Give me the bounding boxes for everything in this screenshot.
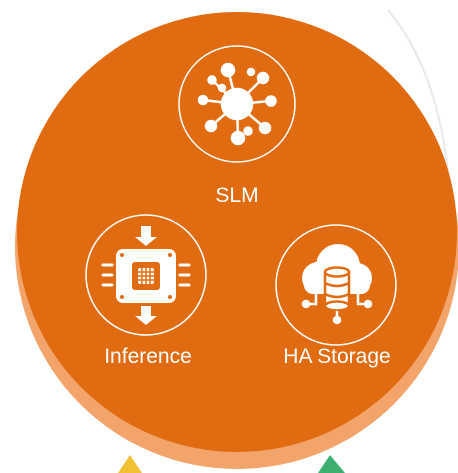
inference-label: Inference: [104, 345, 192, 368]
cloud-database-icon: [301, 244, 373, 325]
storage-icon-ring: [275, 224, 397, 346]
processor-chip-icon: [101, 226, 191, 325]
main-circle: [17, 12, 457, 452]
node-ha-storage: HA Storage: [275, 224, 397, 368]
node-slm: SLM: [178, 45, 296, 207]
yellow-arrow-segment: [118, 455, 142, 473]
database-icon: [323, 266, 351, 312]
node-inference: Inference: [85, 214, 207, 368]
slm-label: SLM: [215, 184, 258, 207]
green-arrow-segment: [318, 455, 345, 473]
inference-icon-ring: [85, 214, 207, 336]
slm-icon-ring: [178, 45, 296, 163]
network-hub-icon: [197, 62, 277, 146]
ha-storage-label: HA Storage: [283, 345, 390, 368]
